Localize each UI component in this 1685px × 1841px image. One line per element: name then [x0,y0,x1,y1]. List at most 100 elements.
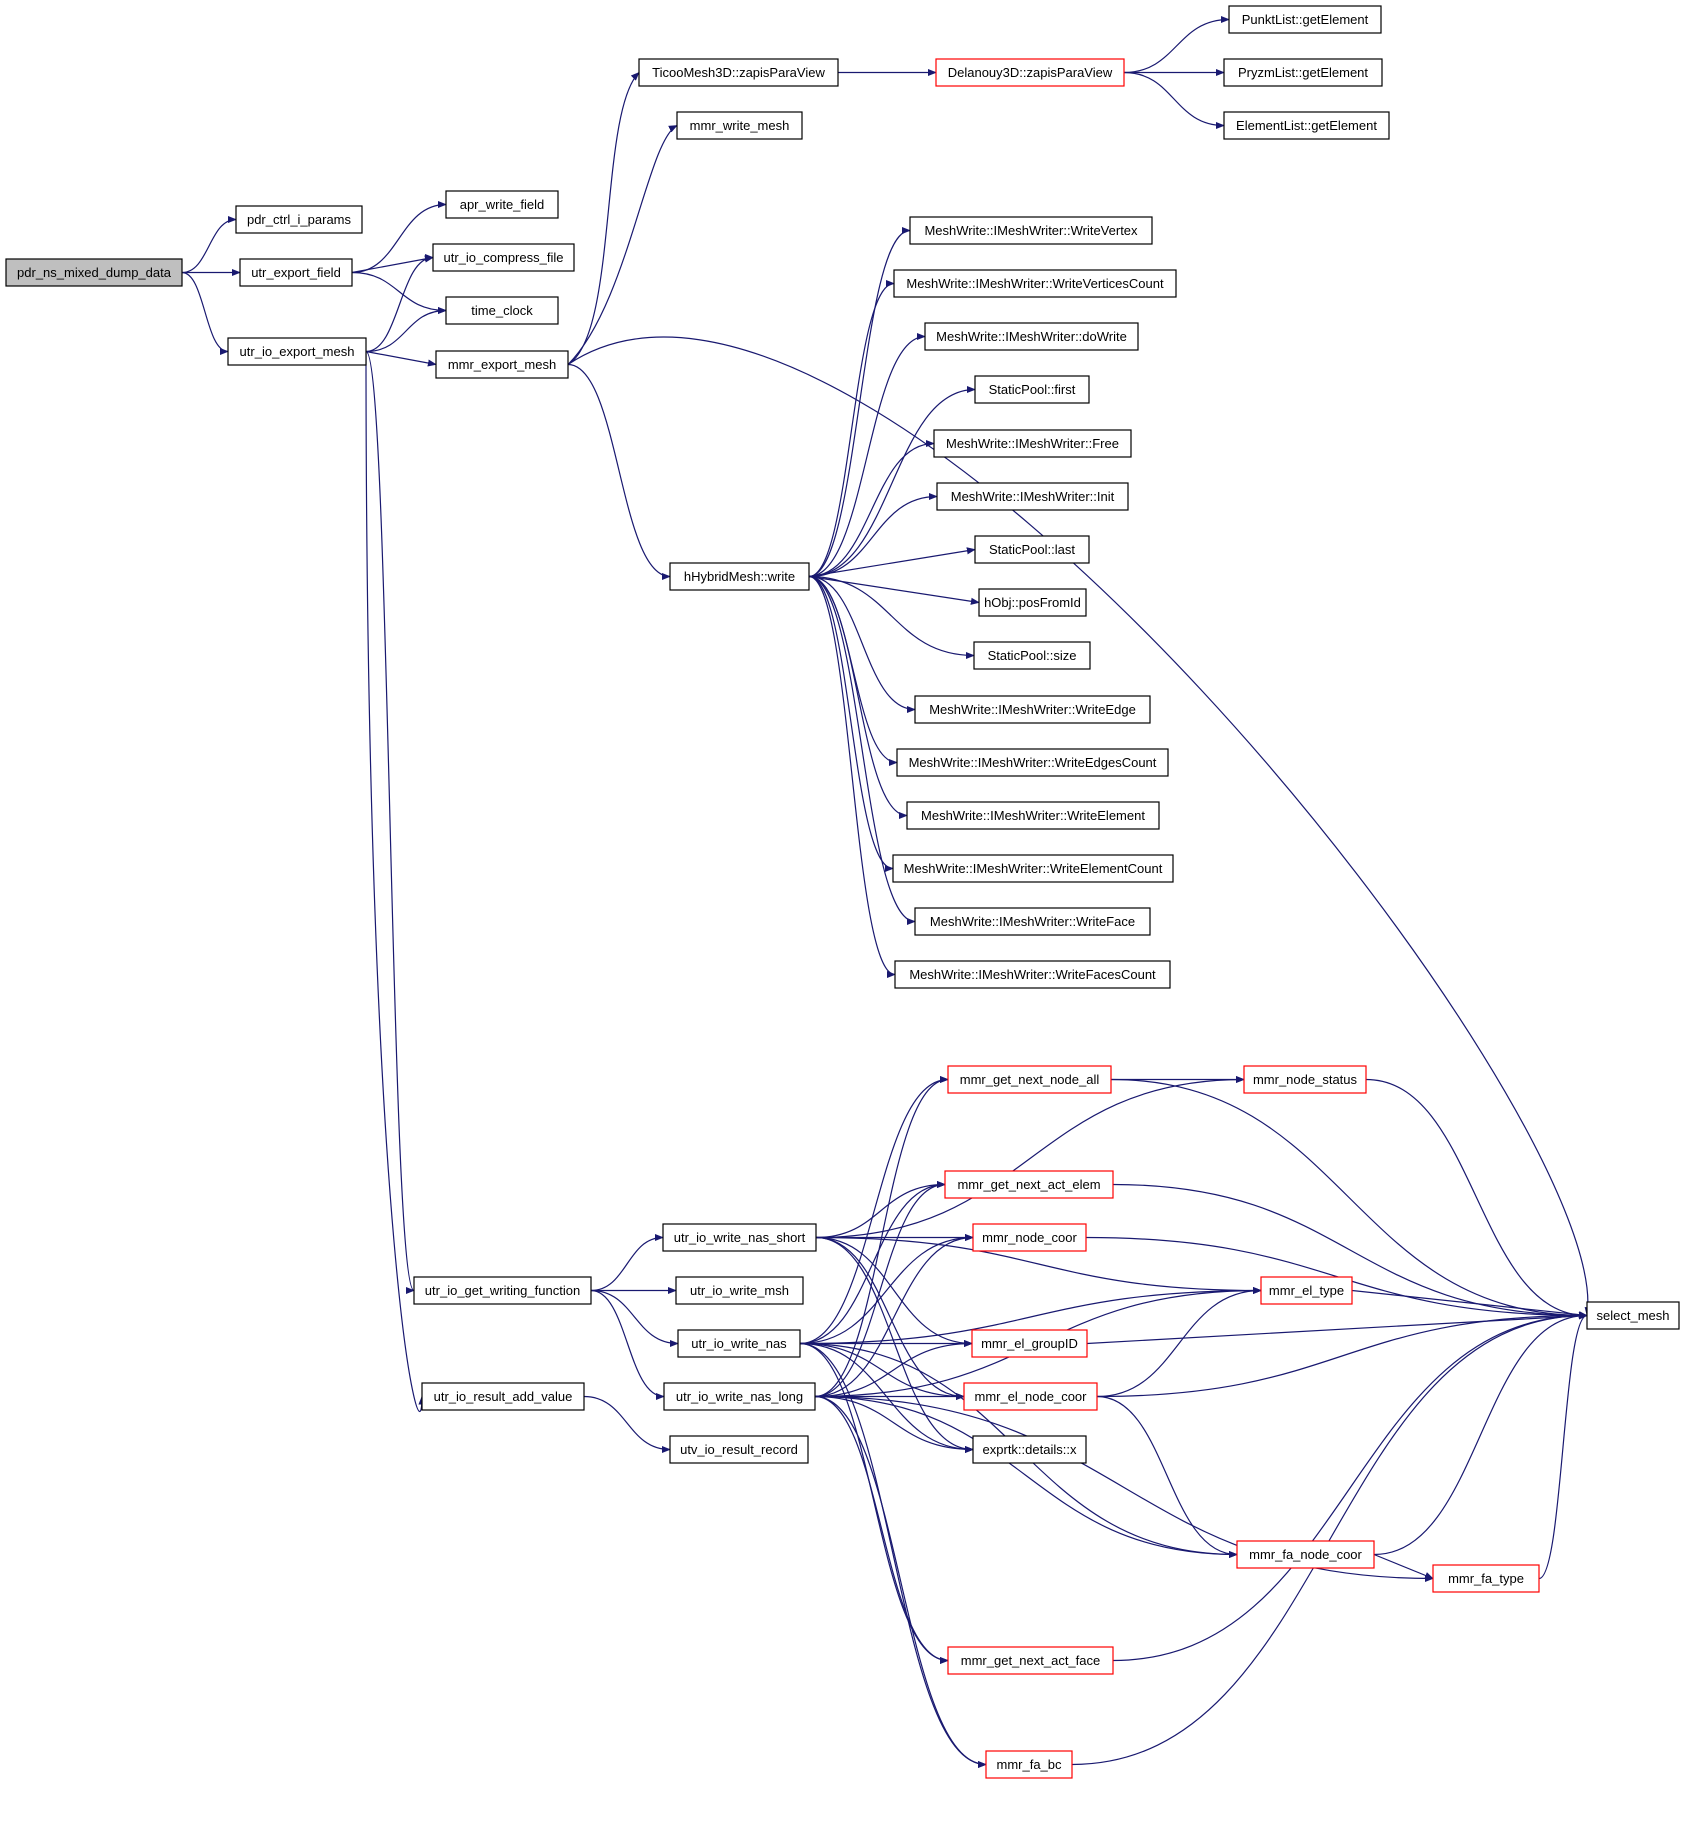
node-writeedge[interactable]: MeshWrite::IMeshWriter::WriteEdge [914,695,1151,724]
node-select-mesh[interactable]: select_mesh [1586,1301,1680,1330]
node-box[interactable] [1586,1301,1680,1330]
node-box[interactable] [972,1223,1087,1252]
node-utr-io-write-msh[interactable]: utr_io_write_msh [675,1276,804,1305]
node-mmr-el-groupid[interactable]: mmr_el_groupID [971,1329,1088,1358]
node-box[interactable] [972,1435,1087,1464]
node-box[interactable] [978,588,1087,617]
node-box[interactable] [947,1065,1112,1094]
node-box[interactable] [933,429,1132,458]
node-box[interactable] [974,535,1090,564]
node-box[interactable] [924,322,1139,351]
node-box[interactable] [669,1435,809,1464]
node-writefacescount[interactable]: MeshWrite::IMeshWriter::WriteFacesCount [894,960,1171,989]
node-box[interactable] [235,205,363,234]
node-pdr-ctrl-i-params[interactable]: pdr_ctrl_i_params [235,205,363,234]
node-box[interactable] [239,258,353,287]
node-mmr-export-mesh[interactable]: mmr_export_mesh [435,350,569,379]
node-box[interactable] [1223,58,1383,87]
node-time-clock[interactable]: time_clock [445,296,559,325]
node-box[interactable] [638,58,839,87]
node-box[interactable] [677,1329,801,1358]
node-hobj-posfromid[interactable]: hObj::posFromId [978,588,1087,617]
node-utr-io-compress-file[interactable]: utr_io_compress_file [432,243,575,272]
node-box[interactable] [963,1382,1098,1411]
node-utr-io-write-nas-long[interactable]: utr_io_write_nas_long [663,1382,816,1411]
node-staticpool-first[interactable]: StaticPool::first [974,375,1090,404]
node-mmr-write-mesh[interactable]: mmr_write_mesh [676,111,803,140]
node-ticoomesh3d-zapisparaview[interactable]: TicooMesh3D::zapisParaView [638,58,839,87]
node-writeelementcount[interactable]: MeshWrite::IMeshWriter::WriteElementCoun… [892,854,1174,883]
node-init[interactable]: MeshWrite::IMeshWriter::Init [936,482,1129,511]
node-box[interactable] [971,1329,1088,1358]
node-punktlist-getelement[interactable]: PunktList::getElement [1228,5,1382,34]
node-box[interactable] [413,1276,592,1305]
node-dowrite[interactable]: MeshWrite::IMeshWriter::doWrite [924,322,1139,351]
node-elementlist-getelement[interactable]: ElementList::getElement [1223,111,1390,140]
node-box[interactable] [947,1646,1114,1675]
node-box[interactable] [663,1382,816,1411]
node-box[interactable] [974,375,1090,404]
node-box[interactable] [1236,1540,1375,1569]
node-exprtk-details-x[interactable]: exprtk::details::x [972,1435,1087,1464]
node-mmr-fa-type[interactable]: mmr_fa_type [1432,1564,1540,1593]
node-staticpool-last[interactable]: StaticPool::last [974,535,1090,564]
node-box[interactable] [669,562,810,591]
node-box[interactable] [892,854,1174,883]
node-writevertex[interactable]: MeshWrite::IMeshWriter::WriteVertex [909,216,1153,245]
node-writeface[interactable]: MeshWrite::IMeshWriter::WriteFace [914,907,1151,936]
node-box[interactable] [1223,111,1390,140]
node-pdr-ns-mixed-dump-data[interactable]: pdr_ns_mixed_dump_data [5,258,183,287]
node-staticpool-size[interactable]: StaticPool::size [973,641,1091,670]
node-mmr-el-node-coor[interactable]: mmr_el_node_coor [963,1382,1098,1411]
node-delanouy3d-zapisparaview[interactable]: Delanouy3D::zapisParaView [935,58,1125,87]
node-utr-io-write-nas[interactable]: utr_io_write_nas [677,1329,801,1358]
node-box[interactable] [985,1750,1073,1779]
node-box[interactable] [1243,1065,1367,1094]
node-hhybridmesh-write[interactable]: hHybridMesh::write [669,562,810,591]
node-mmr-el-type[interactable]: mmr_el_type [1260,1276,1353,1305]
node-box[interactable] [896,748,1169,777]
node-box[interactable] [1432,1564,1540,1593]
node-box[interactable] [445,190,559,219]
node-box[interactable] [1260,1276,1353,1305]
node-box[interactable] [676,111,803,140]
node-pryzmlist-getelement[interactable]: PryzmList::getElement [1223,58,1383,87]
node-mmr-node-status[interactable]: mmr_node_status [1243,1065,1367,1094]
node-mmr-node-coor[interactable]: mmr_node_coor [972,1223,1087,1252]
node-mmr-get-next-act-elem[interactable]: mmr_get_next_act_elem [944,1170,1114,1199]
node-box[interactable] [421,1382,585,1411]
node-box[interactable] [1228,5,1382,34]
node-writeverticescount[interactable]: MeshWrite::IMeshWriter::WriteVerticesCou… [893,269,1177,298]
node-mmr-get-next-act-face[interactable]: mmr_get_next_act_face [947,1646,1114,1675]
node-writeedgescount[interactable]: MeshWrite::IMeshWriter::WriteEdgesCount [896,748,1169,777]
node-box[interactable] [944,1170,1114,1199]
node-box[interactable] [675,1276,804,1305]
node-box[interactable] [936,482,1129,511]
node-mmr-get-next-node-all[interactable]: mmr_get_next_node_all [947,1065,1112,1094]
node-box[interactable] [914,695,1151,724]
node-utr-io-result-add-value[interactable]: utr_io_result_add_value [421,1382,585,1411]
node-box[interactable] [973,641,1091,670]
node-box[interactable] [227,337,367,366]
node-utr-io-write-nas-short[interactable]: utr_io_write_nas_short [662,1223,817,1252]
node-utv-io-result-record[interactable]: utv_io_result_record [669,1435,809,1464]
node-mmr-fa-bc[interactable]: mmr_fa_bc [985,1750,1073,1779]
node-box[interactable] [909,216,1153,245]
node-utr-export-field[interactable]: utr_export_field [239,258,353,287]
node-box[interactable] [935,58,1125,87]
node-box[interactable] [5,258,183,287]
node-box[interactable] [894,960,1171,989]
node-box[interactable] [914,907,1151,936]
node-mmr-fa-node-coor[interactable]: mmr_fa_node_coor [1236,1540,1375,1569]
node-free[interactable]: MeshWrite::IMeshWriter::Free [933,429,1132,458]
node-writeelement[interactable]: MeshWrite::IMeshWriter::WriteElement [906,801,1160,830]
node-utr-io-get-writing-function[interactable]: utr_io_get_writing_function [413,1276,592,1305]
node-apr-write-field[interactable]: apr_write_field [445,190,559,219]
node-box[interactable] [662,1223,817,1252]
node-box[interactable] [435,350,569,379]
node-box[interactable] [906,801,1160,830]
node-box[interactable] [432,243,575,272]
node-box[interactable] [445,296,559,325]
node-box[interactable] [893,269,1177,298]
node-utr-io-export-mesh[interactable]: utr_io_export_mesh [227,337,367,366]
